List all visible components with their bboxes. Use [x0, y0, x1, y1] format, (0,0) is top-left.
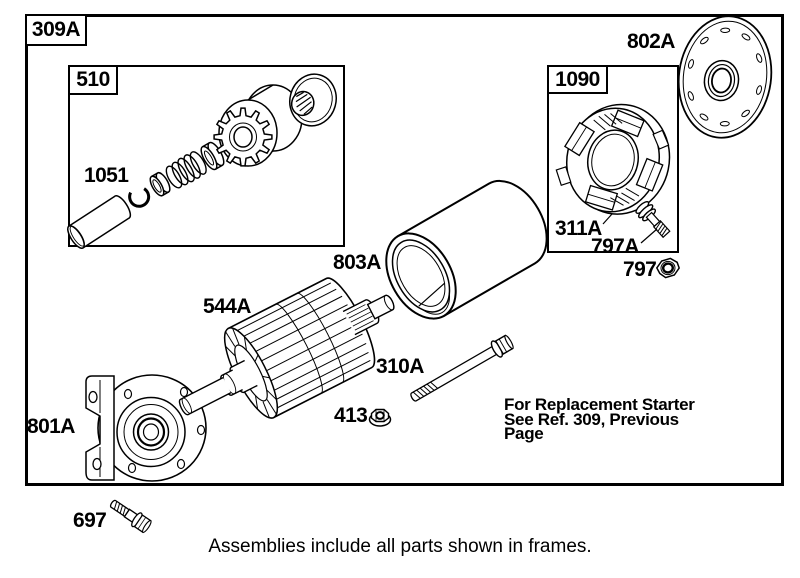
starter-housing-803A-drawing — [385, 179, 548, 320]
replacement-note-line2: See Ref. 309, Previous — [504, 409, 679, 429]
frame-label-510: 510 — [68, 65, 118, 95]
terminal-stud-797A-drawing — [635, 200, 671, 239]
part-label-544A: 544A — [203, 295, 251, 318]
armature-544A-drawing — [178, 277, 395, 419]
replacement-note-line1: For Replacement Starter — [504, 395, 695, 414]
clutch-spring-drawing — [165, 151, 207, 189]
part-label-1051: 1051 — [84, 164, 129, 187]
frame-label-1090: 1090 — [547, 65, 608, 94]
pinion-gear-drawing — [213, 107, 273, 167]
frame-510-border — [68, 65, 345, 247]
part-label-802A: 802A — [627, 30, 675, 53]
mounting-bolt-697-drawing — [109, 499, 152, 534]
brush-holder-311A-drawing — [555, 103, 671, 215]
part-label-697: 697 — [73, 509, 107, 532]
part-label-797: 797 — [623, 258, 657, 281]
terminal-nut-797-drawing — [655, 257, 681, 279]
main-assembly-frame-border — [25, 14, 784, 486]
through-bolt-310A-drawing — [410, 334, 514, 402]
assemblies-caption: Assemblies include all parts shown in fr… — [208, 536, 592, 557]
part-label-797A: 797A — [591, 235, 639, 258]
part-label-413: 413 — [334, 404, 368, 427]
end-cap-plate-802A-drawing — [677, 15, 773, 139]
frame-1090-border — [547, 65, 679, 253]
drive-end-bracket-801A-drawing — [85, 374, 207, 482]
part-label-803A: 803A — [333, 251, 381, 274]
part-label-311A: 311A — [555, 217, 602, 240]
clutch-cover-drawing — [289, 73, 337, 127]
frame-label-309A: 309A — [25, 14, 87, 46]
replacement-note-line3: Page — [504, 424, 544, 444]
clutch-pin-1051-drawing — [67, 195, 132, 249]
clutch-washer-rear-drawing — [200, 141, 225, 171]
flange-nut-413-drawing — [368, 408, 392, 427]
part-label-310A: 310A — [376, 355, 424, 378]
clutch-washer-front-drawing — [149, 171, 171, 197]
retaining-ring-drawing — [128, 187, 151, 208]
part-label-801A: 801A — [27, 415, 75, 438]
replacement-note: For Replacement Starter See Ref. 309, Pr… — [504, 395, 760, 444]
leader-lines — [602, 213, 658, 244]
